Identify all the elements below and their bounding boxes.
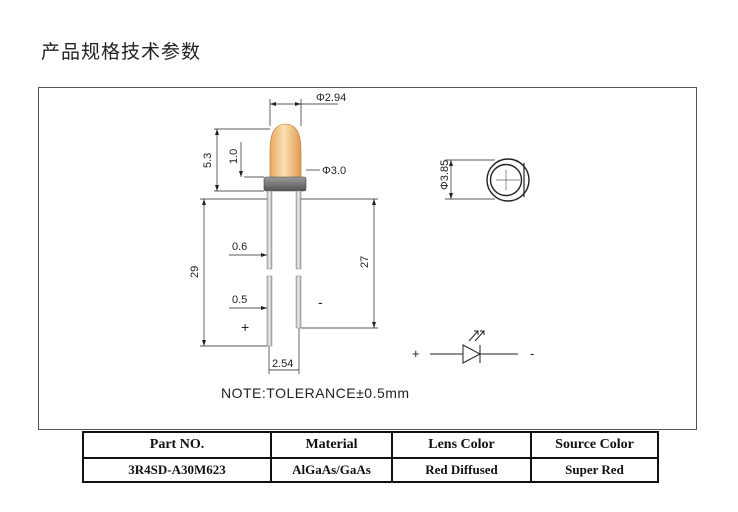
- lead-cathode-upper: [295, 190, 302, 270]
- dim-overall-lead-length: 29: [189, 266, 201, 278]
- cell-part-no: 3R4SD-A30M623: [82, 457, 272, 483]
- tolerance-note: NOTE:TOLERANCE±0.5mm: [221, 385, 410, 401]
- page-title: 产品规格技术参数: [41, 41, 202, 63]
- schematic-anode-label: +: [412, 346, 420, 361]
- header-material: Material: [270, 431, 393, 459]
- dim-lead-thickness: 0.5: [232, 294, 247, 306]
- dim-top-diameter: Φ3.85: [439, 160, 451, 190]
- dim-lead-pitch: 2.54: [272, 358, 293, 370]
- dim-flange-diameter: Φ3.0: [322, 165, 346, 177]
- lead-cathode-lower: [295, 275, 302, 329]
- led-lens: [269, 123, 302, 179]
- dim-lens-diameter: Φ2.94: [316, 92, 346, 104]
- led-drawing: Φ2.94 Φ3.0 5.3 1.0 29 27 0.6 0.5 2.54 + …: [189, 92, 534, 401]
- led-flange: [263, 176, 307, 192]
- cell-material: AlGaAs/GaAs: [270, 457, 393, 483]
- cell-source-color: Super Red: [530, 457, 659, 483]
- dim-lead-width: 0.6: [232, 241, 247, 253]
- cathode-polarity-label: -: [318, 294, 323, 310]
- dim-body-height: 5.3: [202, 153, 214, 168]
- header-source-color: Source Color: [530, 431, 659, 459]
- header-part-no: Part NO.: [82, 431, 272, 459]
- top-view: [445, 158, 530, 202]
- cell-lens-color: Red Diffused: [391, 457, 532, 483]
- led-schematic-symbol: [430, 330, 518, 364]
- schematic-cathode-label: -: [530, 346, 534, 361]
- table-row: 3R4SD-A30M623 AlGaAs/GaAs Red Diffused S…: [82, 457, 659, 483]
- dim-short-lead-length: 27: [359, 256, 371, 268]
- table-header-row: Part NO. Material Lens Color Source Colo…: [82, 431, 659, 459]
- lead-anode-upper: [266, 190, 273, 270]
- header-lens-color: Lens Color: [391, 431, 532, 459]
- drawing-frame: [38, 87, 697, 430]
- anode-polarity-label: +: [241, 319, 249, 335]
- lead-anode-lower: [266, 275, 273, 347]
- spec-table: Part NO. Material Lens Color Source Colo…: [82, 431, 659, 483]
- dim-dome-height: 1.0: [228, 149, 240, 164]
